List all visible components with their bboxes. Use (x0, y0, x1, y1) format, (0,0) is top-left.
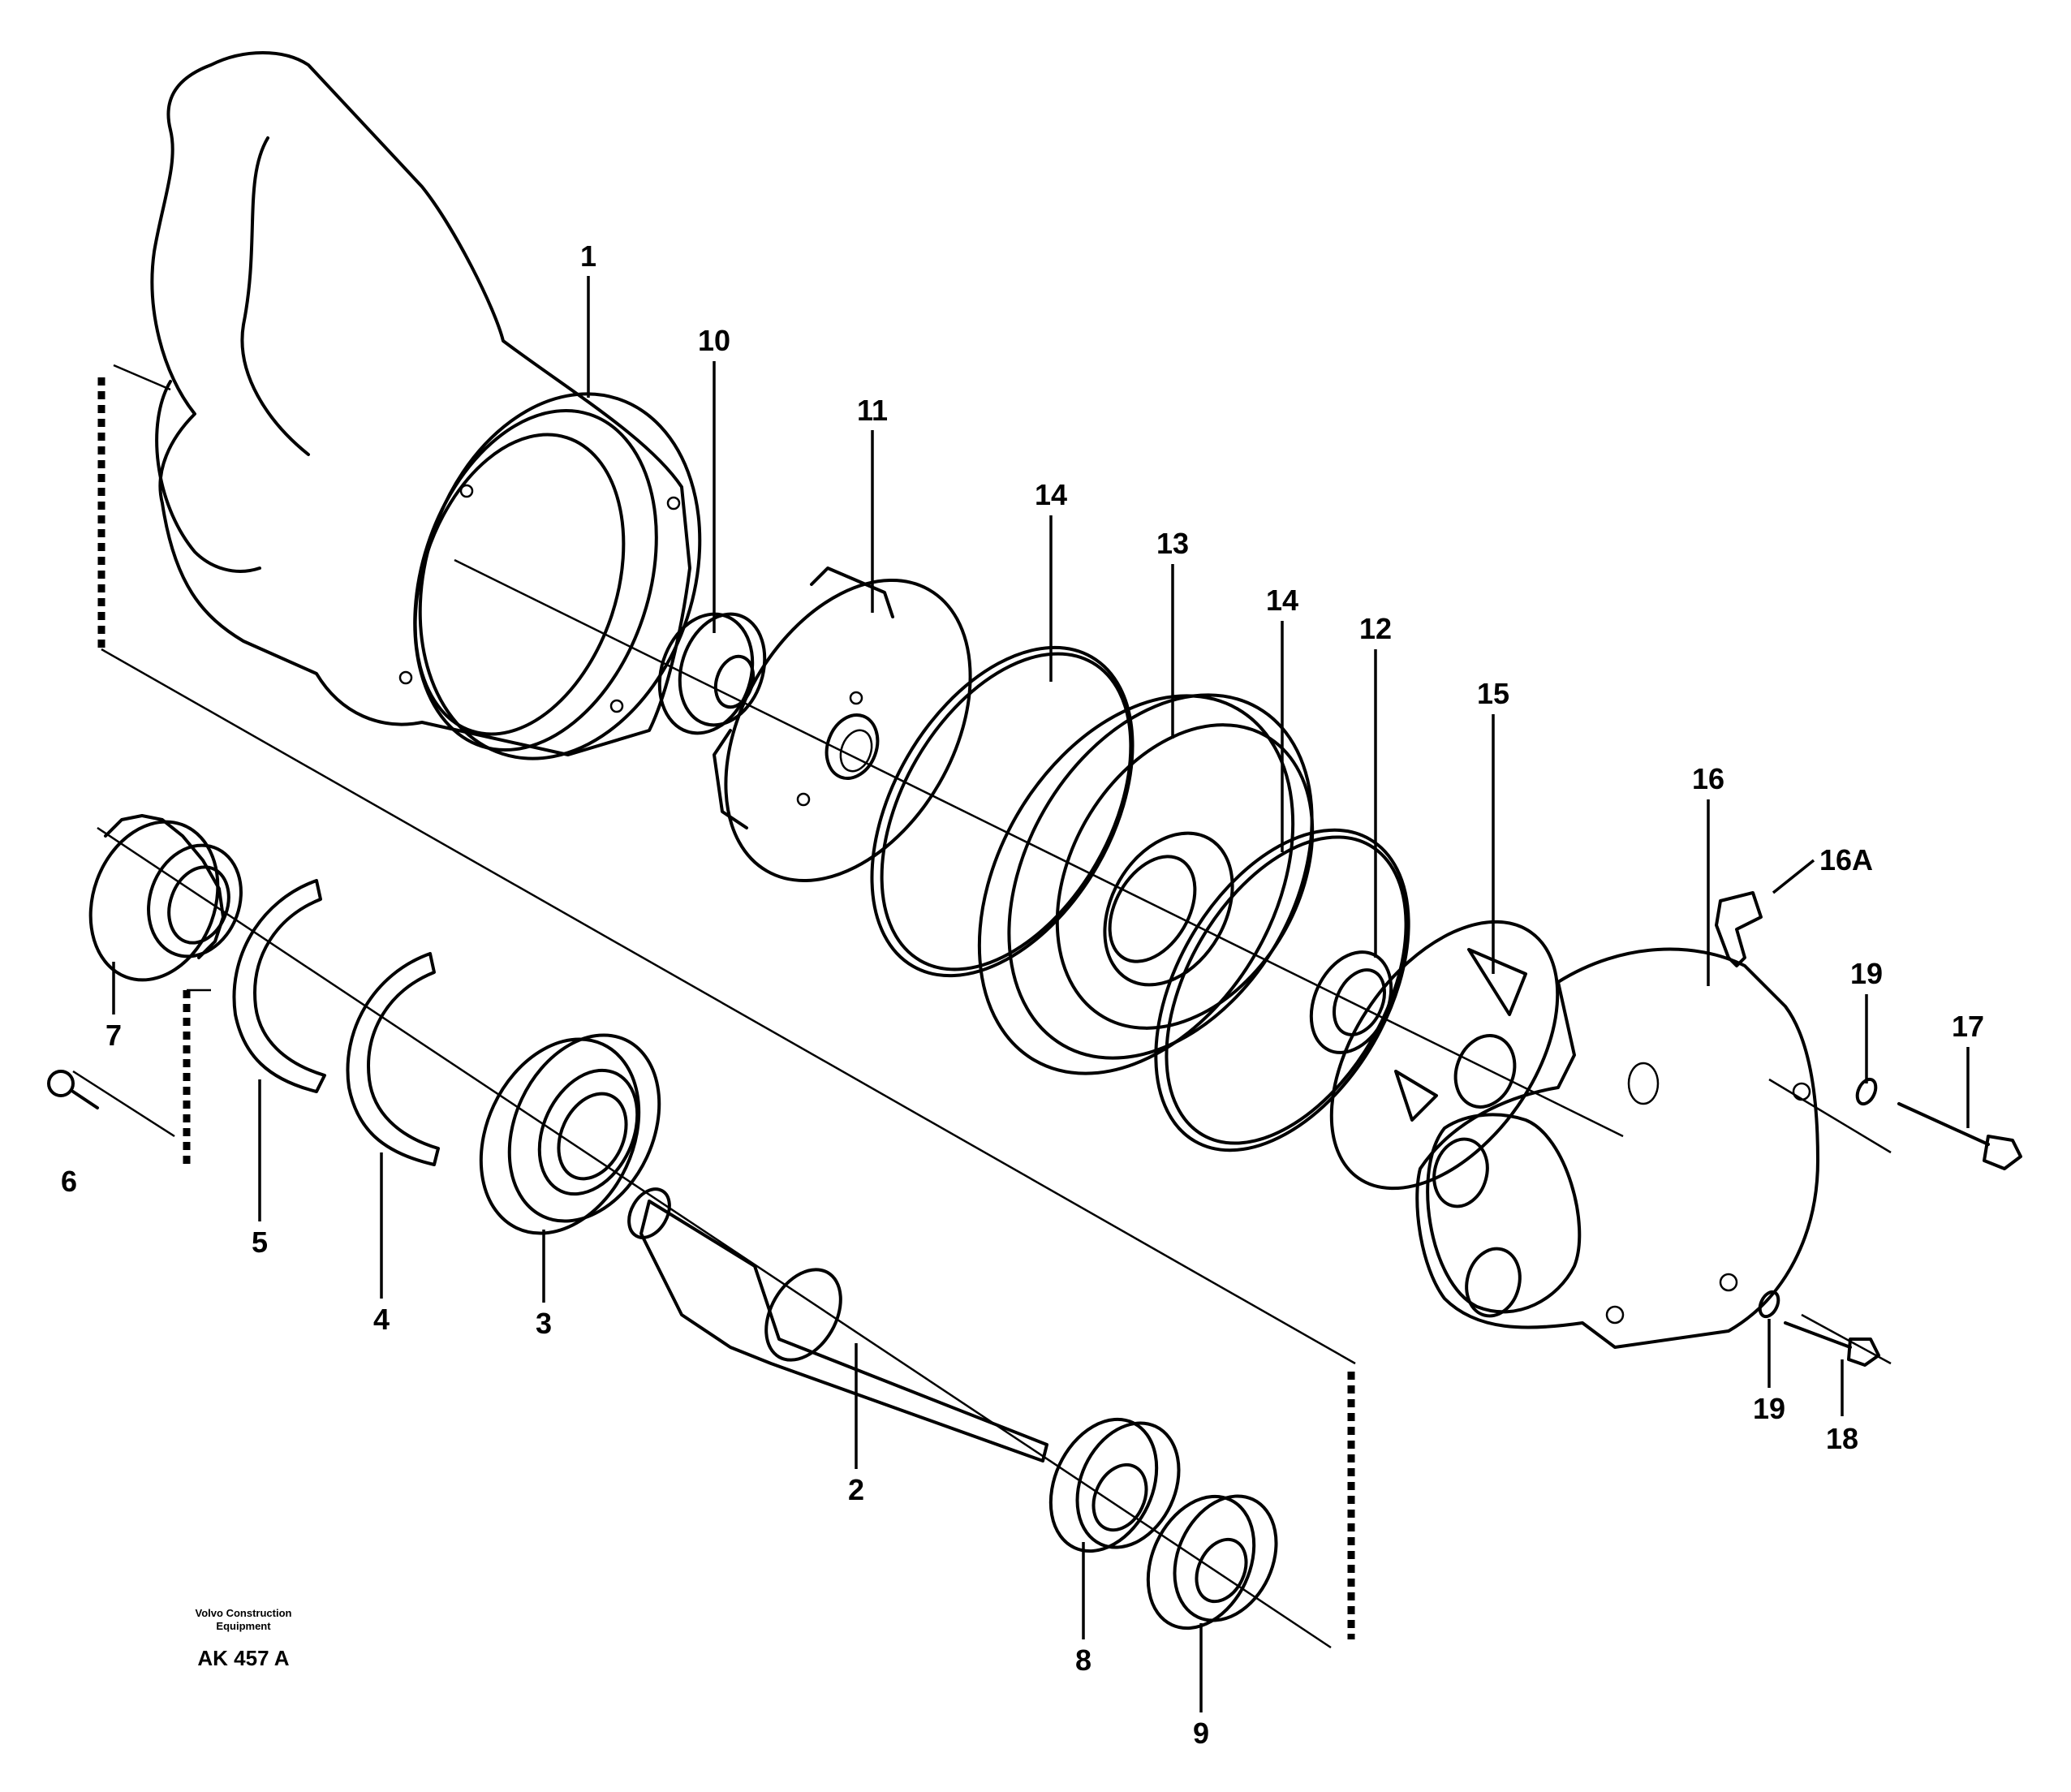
bearing-part-9 (1146, 1494, 1278, 1630)
bolt-part-18 (1784, 1321, 1880, 1367)
plug-part-16a (1715, 891, 1763, 967)
pump-body-part-13 (977, 693, 1315, 1075)
label-part-13: 13 (1156, 527, 1189, 560)
credit-block: Volvo Construction Equipment AK 457 A (196, 1607, 292, 1670)
label-part-1: 1 (580, 239, 596, 273)
large-bearing-part-3 (479, 1033, 661, 1235)
bearing-part-8 (1048, 1417, 1181, 1553)
screw-part-6 (47, 1070, 99, 1109)
bolt-part-17 (1897, 1102, 2022, 1170)
label-part-18: 18 (1826, 1422, 1858, 1455)
label-part-4: 4 (373, 1303, 390, 1336)
leader-lines (112, 276, 1970, 1712)
label-part-10: 10 (698, 324, 730, 357)
label-part-16a: 16A (1819, 843, 1873, 877)
housing-part-1 (150, 51, 702, 760)
assembly-axis-lines (72, 364, 1892, 1649)
label-part-5: 5 (252, 1226, 268, 1259)
label-part-14a: 14 (1035, 478, 1067, 511)
small-bearing-part-12 (1309, 950, 1393, 1054)
label-part-19b: 19 (1753, 1392, 1785, 1425)
label-part-12: 12 (1359, 612, 1392, 645)
dashed-bracket (97, 377, 1356, 1639)
label-part-19a: 19 (1850, 957, 1883, 990)
label-part-8: 8 (1075, 1643, 1091, 1677)
label-part-15: 15 (1477, 677, 1509, 710)
label-part-16: 16 (1692, 762, 1724, 795)
label-part-6: 6 (61, 1165, 77, 1198)
label-part-7: 7 (105, 1019, 122, 1052)
gear-part-7 (88, 814, 243, 982)
label-part-17: 17 (1952, 1010, 1984, 1043)
o-ring-part-14a (870, 645, 1135, 978)
pump-cover-part-16 (1415, 947, 1819, 1349)
o-ring-part-14b (1154, 828, 1410, 1152)
impeller-part-15 (1329, 920, 1560, 1191)
label-part-9: 9 (1193, 1717, 1209, 1750)
label-part-11: 11 (857, 394, 888, 427)
washer-part-19a (1855, 1077, 1878, 1106)
impeller-plate-part-11 (713, 566, 972, 882)
label-part-2: 2 (848, 1473, 864, 1506)
label-part-14b: 14 (1266, 584, 1298, 617)
retaining-plate-part-4 (346, 952, 440, 1166)
shaft-part-2 (627, 1187, 1048, 1462)
credit-line-2: Equipment (216, 1620, 271, 1632)
part-number-labels: 1 10 11 14 13 14 12 15 16 16A 17 19 19 1… (61, 239, 1984, 1750)
credit-line-1: Volvo Construction (196, 1607, 292, 1619)
label-part-3: 3 (536, 1307, 552, 1340)
washer-part-19b (1758, 1290, 1780, 1319)
retaining-plate-part-5 (232, 879, 326, 1093)
figure-code: AK 457 A (197, 1646, 289, 1670)
